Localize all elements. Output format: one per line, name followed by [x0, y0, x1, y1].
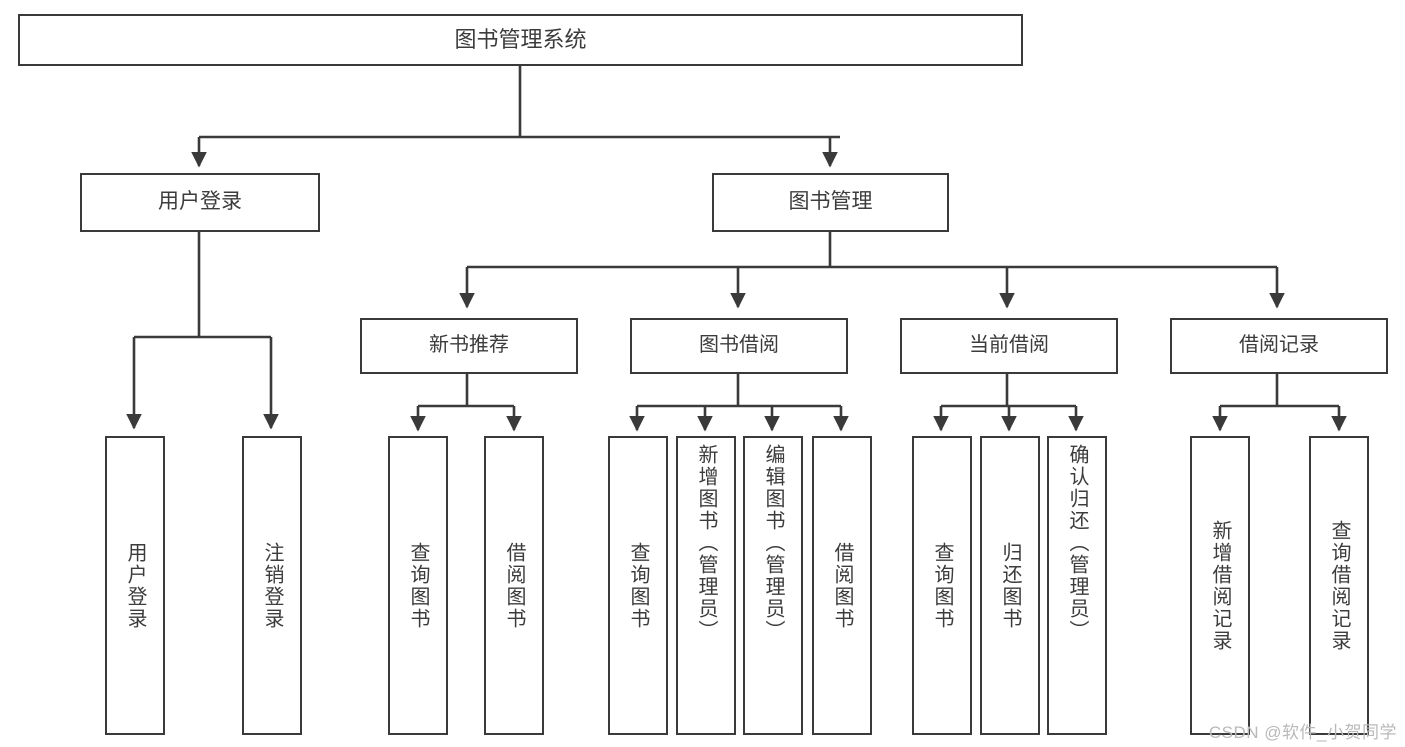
node-leaf-query-borrow-record[interactable]: 查询借阅记录	[1309, 436, 1369, 735]
node-borrow-record-label: 借阅记录	[1239, 334, 1319, 357]
node-book-management-label: 图书管理	[788, 190, 873, 214]
node-leaf-query-book-borrow[interactable]: 查询图书	[608, 436, 668, 735]
node-leaf-return-book[interactable]: 归还图书	[980, 436, 1040, 735]
node-root-label: 图书管理系统	[454, 27, 587, 53]
node-borrow-record[interactable]: 借阅记录	[1170, 318, 1388, 374]
csdn-watermark: CSDN @软件_小贺同学	[1208, 723, 1397, 742]
node-leaf-return-book-label: 归还图书	[999, 541, 1021, 630]
node-leaf-add-borrow-record-label: 新增借阅记录	[1209, 519, 1231, 652]
node-leaf-edit-book-admin-label: 编辑图书（管理员）	[762, 444, 784, 642]
node-leaf-user-login[interactable]: 用户登录	[105, 436, 165, 735]
node-book-borrow[interactable]: 图书借阅	[630, 318, 848, 374]
node-leaf-borrow-book-recommend[interactable]: 借阅图书	[484, 436, 544, 735]
node-leaf-add-book-admin-label: 新增图书（管理员）	[695, 444, 717, 642]
node-current-borrow-label: 当前借阅	[969, 334, 1049, 357]
node-leaf-query-book-recommend[interactable]: 查询图书	[388, 436, 448, 735]
node-new-book-recommend[interactable]: 新书推荐	[360, 318, 578, 374]
node-new-book-recommend-label: 新书推荐	[429, 334, 509, 357]
node-leaf-confirm-return-admin[interactable]: 确认归还（管理员）	[1047, 436, 1107, 735]
node-leaf-query-book-current[interactable]: 查询图书	[912, 436, 972, 735]
node-leaf-user-login-label: 用户登录	[124, 541, 146, 630]
node-leaf-borrow-book[interactable]: 借阅图书	[812, 436, 872, 735]
node-leaf-query-book-borrow-label: 查询图书	[627, 541, 649, 630]
node-user-login[interactable]: 用户登录	[80, 173, 320, 232]
node-book-borrow-label: 图书借阅	[699, 334, 779, 357]
node-leaf-add-borrow-record[interactable]: 新增借阅记录	[1190, 436, 1250, 735]
node-book-management[interactable]: 图书管理	[712, 173, 949, 232]
node-user-login-label: 用户登录	[158, 190, 242, 214]
node-leaf-logout[interactable]: 注销登录	[242, 436, 302, 735]
node-leaf-query-book-current-label: 查询图书	[931, 541, 953, 630]
node-leaf-query-borrow-record-label: 查询借阅记录	[1328, 519, 1350, 652]
node-leaf-borrow-book-label: 借阅图书	[831, 541, 853, 630]
node-leaf-query-book-recommend-label: 查询图书	[407, 541, 429, 630]
node-leaf-borrow-book-recommend-label: 借阅图书	[503, 541, 525, 630]
node-root-book-management-system[interactable]: 图书管理系统	[18, 14, 1023, 66]
node-leaf-logout-label: 注销登录	[261, 541, 283, 630]
node-leaf-add-book-admin[interactable]: 新增图书（管理员）	[676, 436, 736, 735]
node-leaf-edit-book-admin[interactable]: 编辑图书（管理员）	[743, 436, 803, 735]
node-leaf-confirm-return-admin-label: 确认归还（管理员）	[1066, 444, 1088, 642]
node-current-borrow[interactable]: 当前借阅	[900, 318, 1118, 374]
